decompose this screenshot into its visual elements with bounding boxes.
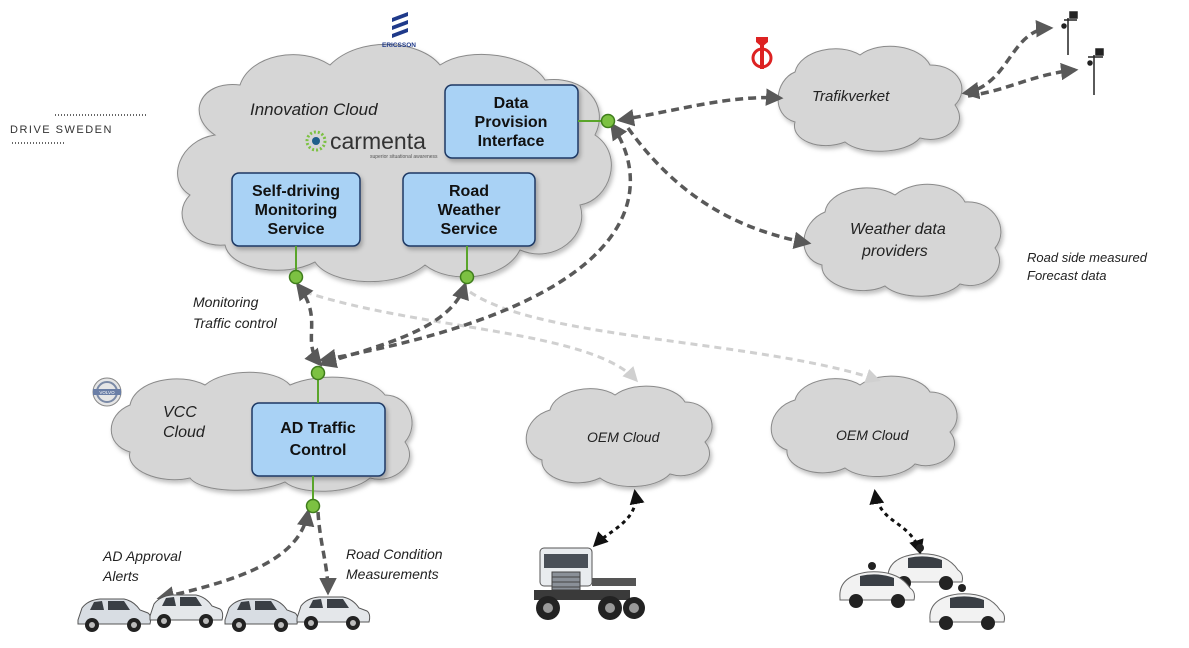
ad-traffic-line1: AD Traffic bbox=[280, 420, 356, 437]
self-driving-line2: Monitoring bbox=[255, 202, 338, 219]
arrow-roadweather-to-oem2 bbox=[469, 290, 881, 384]
self-driving-line3: Service bbox=[268, 221, 325, 238]
ad-traffic-control-box[interactable]: AD Traffic Control bbox=[251, 402, 386, 477]
carmenta-wordmark: carmenta bbox=[330, 128, 426, 154]
oem-cloud-1-shape bbox=[525, 385, 713, 487]
carmenta-dots-icon bbox=[305, 130, 327, 152]
pod-car-icon bbox=[839, 562, 915, 608]
ad-traffic-line2: Control bbox=[290, 442, 347, 459]
weather-station-icon bbox=[1061, 11, 1078, 55]
car-icon bbox=[296, 596, 371, 630]
oem-cloud-1-label: OEM Cloud bbox=[587, 429, 661, 445]
oem-cloud-2-label: OEM Cloud bbox=[836, 427, 910, 443]
arrow-trafikverket-station2 bbox=[967, 62, 1079, 98]
trafikverket-label: Trafikverket bbox=[812, 88, 890, 105]
car-icon bbox=[224, 598, 299, 632]
self-driving-monitoring-service-box[interactable]: Self-driving Monitoring Service bbox=[231, 172, 361, 247]
road-side-label-line2: Forecast data bbox=[1027, 268, 1107, 283]
arrow-monitoring-to-oem1 bbox=[304, 290, 639, 383]
weather-station-icon bbox=[1087, 48, 1104, 95]
road-condition-label-line2: Measurements bbox=[346, 566, 439, 582]
pod-car-icon bbox=[887, 544, 963, 590]
arrow-roadweather-vcc bbox=[318, 281, 469, 368]
volvo-wordmark: VOLVO bbox=[99, 390, 115, 395]
port-ad-traffic-bottom[interactable] bbox=[305, 498, 321, 514]
arrow-oem2-cars bbox=[869, 489, 924, 555]
ad-approval-label-line2: Alerts bbox=[102, 568, 139, 584]
self-driving-cars-group bbox=[839, 544, 1005, 630]
weather-cloud-shape bbox=[803, 183, 1002, 297]
drive-sweden-logo: DRIVE SWEDEN bbox=[10, 114, 148, 144]
port-data-provision[interactable] bbox=[600, 113, 616, 129]
volvo-cars-group bbox=[77, 594, 371, 632]
ericsson-wordmark: ERICSSON bbox=[382, 42, 416, 49]
arrow-dataprovision-vcc bbox=[318, 122, 632, 367]
ericsson-logo: ERICSSON bbox=[382, 12, 416, 49]
data-provision-line1: Data bbox=[494, 95, 529, 112]
weather-label-line1: Weather data bbox=[850, 221, 946, 238]
data-provision-line3: Interface bbox=[478, 133, 545, 150]
data-provision-interface-box[interactable]: Data Provision Interface bbox=[444, 84, 579, 159]
arrow-dataprovision-trafikverket bbox=[616, 88, 784, 127]
monitoring-label-line2: Traffic control bbox=[193, 315, 278, 331]
vcc-label-line2: Cloud bbox=[163, 424, 206, 441]
port-road-weather[interactable] bbox=[459, 269, 475, 285]
trafikverket-logo-icon bbox=[751, 37, 773, 69]
innovation-cloud-label: Innovation Cloud bbox=[250, 100, 378, 119]
road-weather-service-box[interactable]: Road Weather Service bbox=[402, 172, 536, 247]
port-self-driving[interactable] bbox=[288, 269, 304, 285]
arrow-monitoring-vcc bbox=[295, 282, 323, 367]
weather-label-line2: providers bbox=[861, 243, 928, 260]
arrow-vcc-cars-right bbox=[316, 511, 337, 596]
arrow-oem1-truck bbox=[592, 489, 645, 548]
port-ad-traffic-top[interactable] bbox=[310, 365, 326, 381]
road-weather-line2: Weather bbox=[438, 202, 501, 219]
road-weather-line3: Service bbox=[441, 221, 498, 238]
arrow-vcc-cars-left bbox=[156, 508, 315, 604]
carmenta-logo: carmenta superior situational awareness bbox=[305, 128, 438, 160]
road-side-label-line1: Road side measured bbox=[1027, 250, 1148, 265]
self-driving-line1: Self-driving bbox=[252, 183, 340, 200]
arrow-dataprovision-weather bbox=[626, 126, 812, 249]
truck-icon bbox=[534, 547, 645, 620]
trafikverket-cloud-shape bbox=[777, 45, 963, 152]
car-icon bbox=[149, 594, 224, 628]
data-provision-line2: Provision bbox=[475, 114, 548, 131]
volvo-logo: VOLVO bbox=[92, 377, 122, 407]
road-condition-label-line1: Road Condition bbox=[346, 546, 443, 562]
drive-sweden-wordmark: DRIVE SWEDEN bbox=[10, 124, 113, 136]
arrow-trafikverket-station1 bbox=[961, 19, 1054, 100]
vcc-label-line1: VCC bbox=[163, 404, 197, 421]
pod-car-icon bbox=[929, 584, 1005, 630]
monitoring-label-line1: Monitoring bbox=[193, 294, 259, 310]
road-weather-line1: Road bbox=[449, 183, 489, 200]
carmenta-tagline: superior situational awareness bbox=[370, 154, 438, 160]
car-icon bbox=[77, 598, 152, 632]
ad-approval-label-line1: AD Approval bbox=[102, 548, 182, 564]
